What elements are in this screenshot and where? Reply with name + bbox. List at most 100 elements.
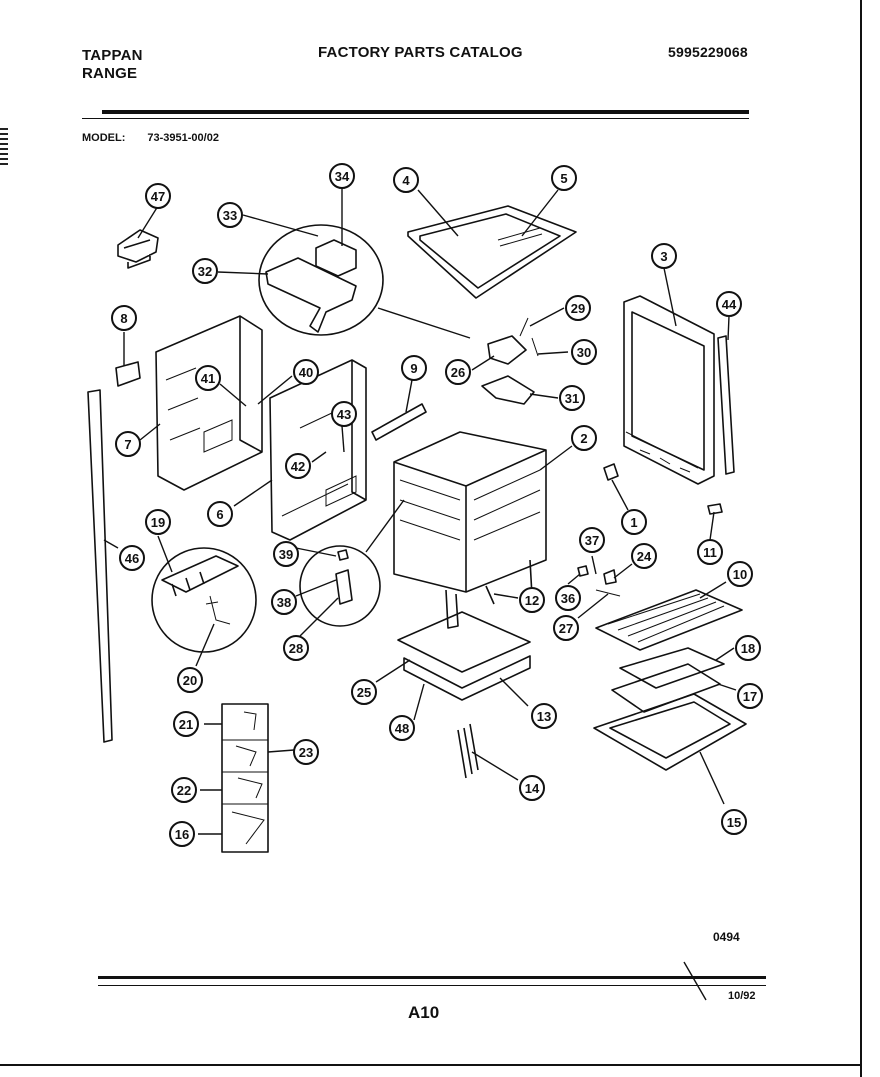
callout-label: 21: [179, 717, 193, 732]
part-18-pan: [619, 647, 725, 689]
leader-48: [413, 683, 425, 721]
callout-23: 23: [293, 739, 319, 765]
callout-circle: [285, 453, 311, 479]
part-20-valve: [205, 595, 231, 625]
callout-label: 6: [216, 507, 223, 522]
callout-label: 20: [183, 673, 197, 688]
callout-label: 30: [577, 345, 591, 360]
callout-47: 47: [145, 183, 171, 209]
leader-3: [663, 267, 677, 327]
callout-circle: [273, 541, 299, 567]
part-48-frame: [403, 655, 531, 701]
leader-1: [611, 479, 629, 511]
leader-25: [375, 659, 411, 683]
callout-5: 5: [551, 165, 577, 191]
callout-circle: [217, 202, 243, 228]
callout-circle: [555, 585, 581, 611]
callout-label: 8: [120, 311, 127, 326]
callout-circle: [737, 683, 763, 709]
detail-circle-igniter: [258, 224, 384, 336]
callout-label: 10: [733, 567, 747, 582]
header-rule-thick: [102, 110, 749, 114]
callout-circle: [531, 703, 557, 729]
callout-label: 4: [402, 173, 410, 188]
callout-circle: [401, 355, 427, 381]
leader-lines: [103, 188, 737, 1001]
leader-37: [591, 555, 597, 575]
callout-circle: [519, 775, 545, 801]
model-line: MODEL:73-3951-00/02: [82, 132, 219, 144]
callout-label: 28: [289, 641, 303, 656]
part-2-oven-body: [393, 431, 547, 593]
leader-32: [217, 271, 269, 275]
leader-20: [195, 623, 215, 667]
callout-label: 12: [525, 593, 539, 608]
callout-34: 34: [329, 163, 355, 189]
leader-46: [103, 539, 119, 549]
callout-circle: [571, 339, 597, 365]
part-31-bracket: [481, 375, 535, 405]
callout-circle: [169, 821, 195, 847]
callout-label: 1: [630, 515, 637, 530]
leader-39: [295, 547, 337, 557]
callout-label: 32: [198, 264, 212, 279]
bottom-rule-tick: [683, 961, 707, 1001]
callout-circle: [393, 167, 419, 193]
callout-label: 3: [660, 249, 667, 264]
callout-label: 44: [722, 297, 737, 312]
callout-16: 16: [169, 821, 195, 847]
leader-44: [727, 315, 730, 341]
callout-label: 14: [525, 781, 540, 796]
callout-label: 19: [151, 515, 165, 530]
leader-19: [157, 535, 173, 573]
callout-circle: [445, 359, 471, 385]
callout-30: 30: [571, 339, 597, 365]
callout-circle: [145, 183, 171, 209]
callout-circle: [697, 539, 723, 565]
callout-circle: [727, 561, 753, 587]
callout-circle: [551, 165, 577, 191]
part-28-hood: [335, 569, 353, 605]
leader-43: [341, 425, 345, 453]
callout-circle: [631, 543, 657, 569]
callout-label: 22: [177, 783, 191, 798]
callout-label: 37: [585, 533, 599, 548]
callout-circle: [389, 715, 415, 741]
leader-15: [699, 751, 725, 805]
part-9-strip: [371, 403, 427, 441]
drawing-code: 0494: [713, 930, 740, 944]
callout-4: 4: [393, 167, 419, 193]
callout-13: 13: [531, 703, 557, 729]
callout-19: 19: [145, 509, 171, 535]
callout-circle: [271, 589, 297, 615]
callout-21: 21: [173, 711, 199, 737]
callout-label: 46: [125, 551, 139, 566]
callout-circle: [565, 295, 591, 321]
callout-circle: [621, 509, 647, 535]
callout-3: 3: [651, 243, 677, 269]
part-drawings: [87, 205, 747, 853]
leader-5: [521, 189, 559, 237]
leader-47: [137, 205, 159, 239]
callout-label: 34: [335, 169, 350, 184]
part-32-bracket: [265, 257, 357, 333]
callout-44: 44: [716, 291, 742, 317]
part-3-door: [623, 295, 715, 485]
callout-2: 2: [571, 425, 597, 451]
leader-33: [242, 214, 319, 237]
callout-9: 9: [401, 355, 427, 381]
callout-circle: [171, 777, 197, 803]
callout-label: 26: [451, 365, 465, 380]
part-39-cap: [337, 549, 349, 561]
part-27-wire: [595, 589, 621, 597]
part-4-top-panel: [407, 205, 577, 299]
callout-18: 18: [735, 635, 761, 661]
callout-label: 33: [223, 208, 237, 223]
callout-label: 24: [637, 549, 652, 564]
callout-label: 13: [537, 709, 551, 724]
leader-30: [537, 351, 569, 355]
header-rule-thin: [82, 118, 749, 119]
callout-circle: [173, 711, 199, 737]
